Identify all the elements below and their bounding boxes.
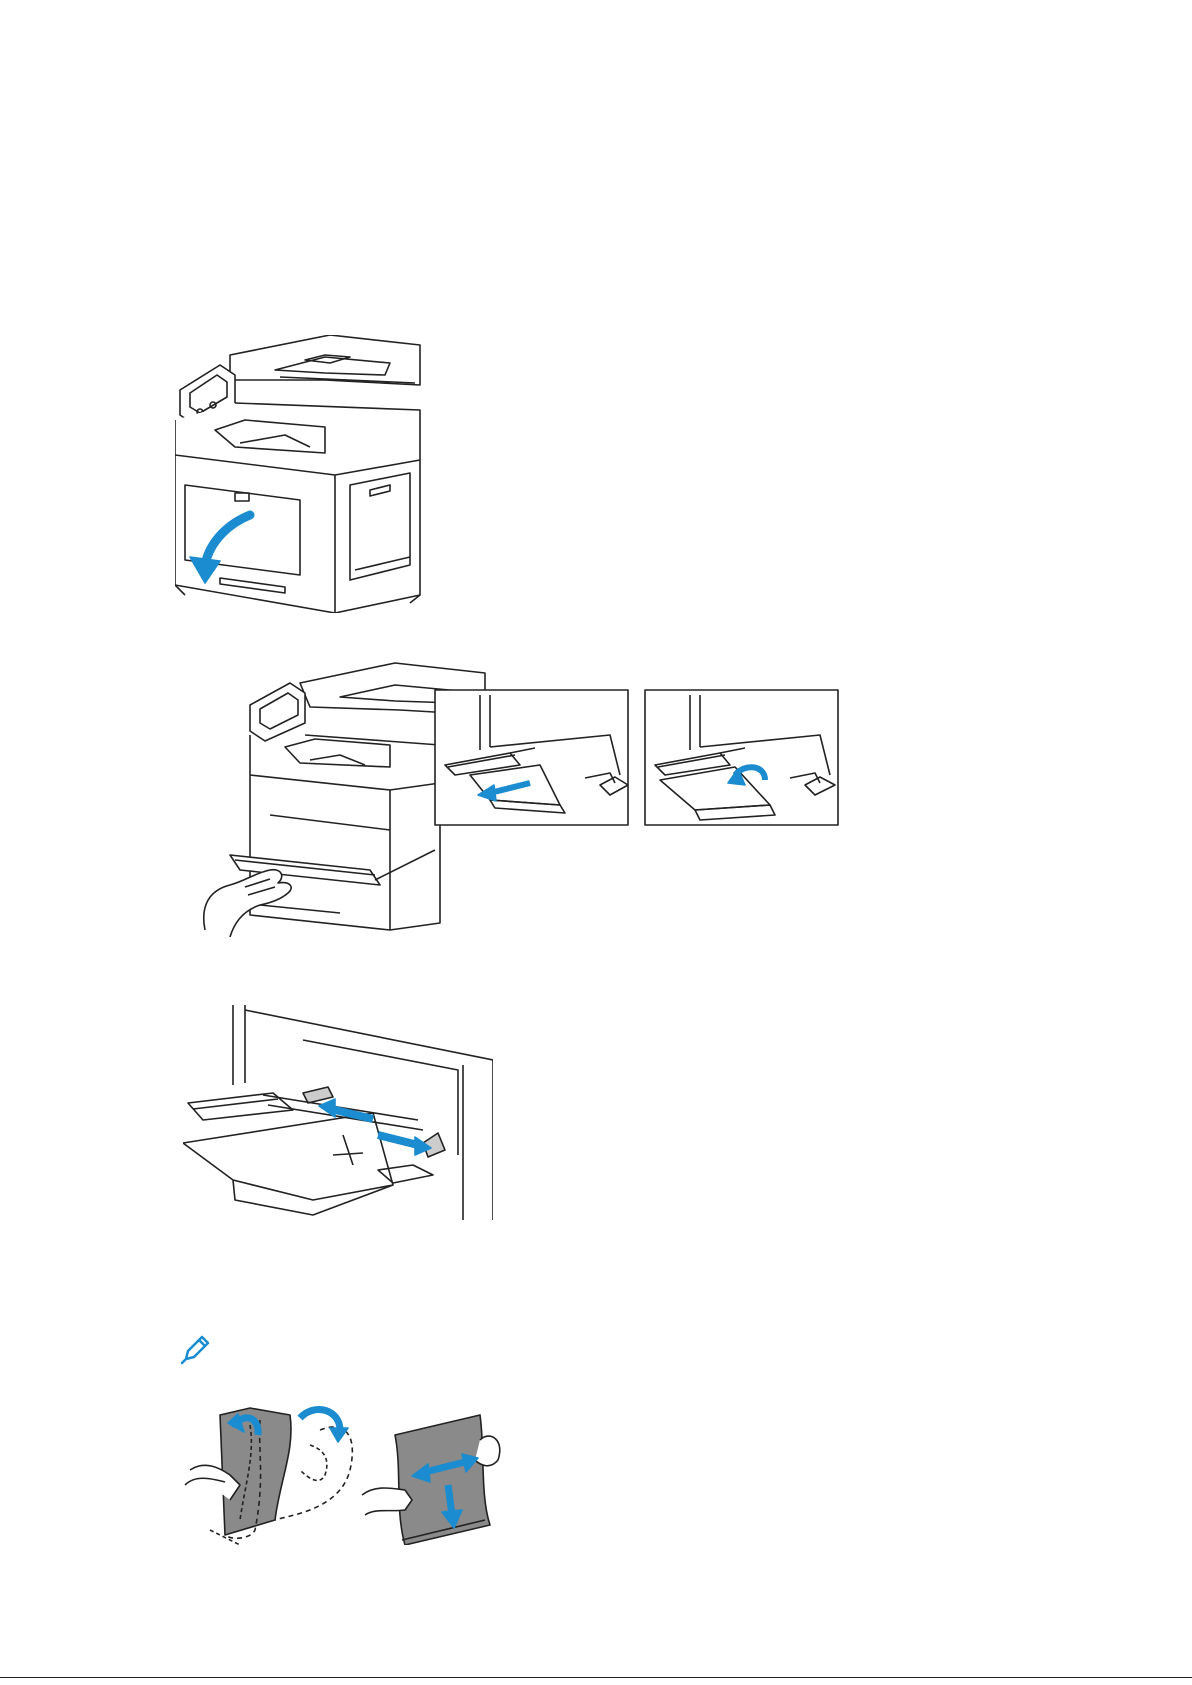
pencil-icon: [180, 1333, 212, 1365]
extend-tray-extension-figure: [190, 655, 880, 937]
footer-rule: [0, 1677, 1192, 1678]
printer-open-bypass-tray-figure: [175, 335, 445, 613]
flex-paper-figure: [180, 1390, 525, 1545]
adjust-width-guides-figure: [183, 1005, 493, 1220]
guide-arrow-right: [378, 1135, 418, 1145]
guide-arrow-left: [331, 1109, 373, 1119]
flex-arrow-right: [300, 1409, 340, 1430]
